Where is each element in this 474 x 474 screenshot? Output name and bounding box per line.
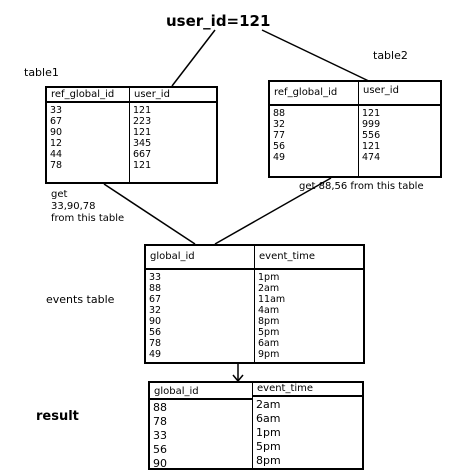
table2-cells-user: 121 999 556 121 474 [359, 106, 440, 165]
table-cell: 78 [50, 160, 63, 171]
events-col-event-time: event_time 1pm 2am 11am 4am 8pm 5pm 6am … [254, 246, 363, 362]
table-cell: 12 [50, 138, 63, 149]
table2-note: get 88,56 from this table [299, 181, 424, 192]
diagram-title: user_id=121 [166, 12, 271, 30]
table-cell: 4am [258, 305, 280, 316]
table-cell: 90 [50, 127, 63, 138]
table-cell: 223 [133, 116, 152, 127]
table1: ref_global_id 33 67 90 12 44 78 user_id … [45, 86, 218, 184]
table-cell: 67 [50, 116, 63, 127]
table-cell: 6am [258, 338, 280, 349]
table1-cells-user: 121 223 121 345 667 121 [130, 103, 216, 173]
table-cell: 1pm [258, 272, 280, 283]
table1-cells-ref: 33 67 90 12 44 78 [47, 103, 129, 173]
events-cells-id: 33 88 67 32 90 56 78 49 [146, 270, 254, 362]
table-cell: 2am [258, 283, 280, 294]
table-cell: 345 [133, 138, 152, 149]
table-cell: 11am [258, 294, 286, 305]
table-cell: 1pm [256, 426, 281, 439]
table-cell: 33 [149, 272, 162, 283]
table1-note-line: from this table [51, 213, 125, 224]
table-cell: 44 [50, 149, 63, 160]
table-cell: 90 [149, 316, 162, 327]
events-table-label: events table [46, 293, 115, 306]
events-col-global-id: global_id 33 88 67 32 90 56 78 49 [146, 246, 254, 362]
table-cell: 8pm [258, 316, 280, 327]
column-header: global_id [150, 383, 252, 400]
table-cell: 121 [133, 127, 152, 138]
table1-col-ref-global-id: ref_global_id 33 67 90 12 44 78 [47, 88, 129, 182]
table2-to-events-line [214, 177, 332, 245]
table-cell: 121 [133, 160, 152, 171]
table-cell: 2am [256, 398, 281, 411]
table-cell: 90 [153, 457, 167, 470]
table-cell: 88 [153, 401, 167, 414]
table-cell: 121 [133, 105, 152, 116]
table-cell: 67 [149, 294, 162, 305]
table-cell: 121 [362, 141, 381, 152]
column-header: ref_global_id [47, 88, 129, 103]
column-header: user_id [130, 88, 216, 103]
column-header: event_time [255, 246, 363, 270]
table1-label: table1 [24, 66, 59, 79]
column-header: user_id [359, 82, 440, 106]
table-cell: 78 [153, 415, 167, 428]
table-cell: 56 [273, 141, 286, 152]
table-cell: 88 [273, 108, 286, 119]
table-cell: 78 [149, 338, 162, 349]
table-cell: 33 [153, 429, 167, 442]
result-cells-id: 88 78 33 56 90 [150, 400, 252, 473]
table-cell: 5pm [258, 327, 280, 338]
table-cell: 33 [50, 105, 63, 116]
table-cell: 667 [133, 149, 152, 160]
table-cell: 56 [153, 443, 167, 456]
table2-label: table2 [373, 49, 408, 62]
table-cell: 9pm [258, 349, 280, 360]
table-cell: 32 [273, 119, 286, 130]
table-cell: 49 [273, 152, 286, 163]
table2-col-user-id: user_id 121 999 556 121 474 [358, 82, 440, 176]
table2-col-ref-global-id: ref_global_id 88 32 77 56 49 [270, 82, 358, 176]
result-col-event-time: event_time 2am 6am 1pm 5pm 8pm [252, 383, 362, 468]
table-cell: 6am [256, 412, 281, 425]
result-label: result [36, 409, 79, 424]
table-cell: 474 [362, 152, 381, 163]
table-cell: 32 [149, 305, 162, 316]
table-cell: 49 [149, 349, 162, 360]
column-header: ref_global_id [270, 82, 358, 106]
table-cell: 77 [273, 130, 286, 141]
table-cell: 5pm [256, 440, 281, 453]
table2-cells-ref: 88 32 77 56 49 [270, 106, 358, 165]
table-cell: 88 [149, 283, 162, 294]
table1-to-events-line [103, 183, 196, 245]
title-to-table2-line [261, 29, 376, 85]
table-cell: 999 [362, 119, 381, 130]
table-cell: 56 [149, 327, 162, 338]
result-col-global-id: global_id 88 78 33 56 90 [150, 383, 252, 470]
title-to-table1-line [171, 29, 216, 87]
result-table: global_id 88 78 33 56 90 event_time 2am … [148, 381, 364, 470]
events-cells-time: 1pm 2am 11am 4am 8pm 5pm 6am 9pm [255, 270, 363, 362]
result-cells-time: 2am 6am 1pm 5pm 8pm [253, 397, 362, 470]
table1-note-line: get [51, 189, 68, 200]
events-table: global_id 33 88 67 32 90 56 78 49 event_… [144, 244, 365, 364]
table1-note-line: 33,90,78 [51, 201, 96, 212]
table1-col-user-id: user_id 121 223 121 345 667 121 [129, 88, 216, 182]
table2: ref_global_id 88 32 77 56 49 user_id 121… [268, 80, 442, 178]
table-cell: 556 [362, 130, 381, 141]
column-header: event_time [253, 383, 362, 397]
table1-note: get 33,90,78 from this table [51, 189, 124, 225]
column-header: global_id [146, 246, 254, 270]
table-cell: 121 [362, 108, 381, 119]
table-cell: 8pm [256, 454, 281, 467]
